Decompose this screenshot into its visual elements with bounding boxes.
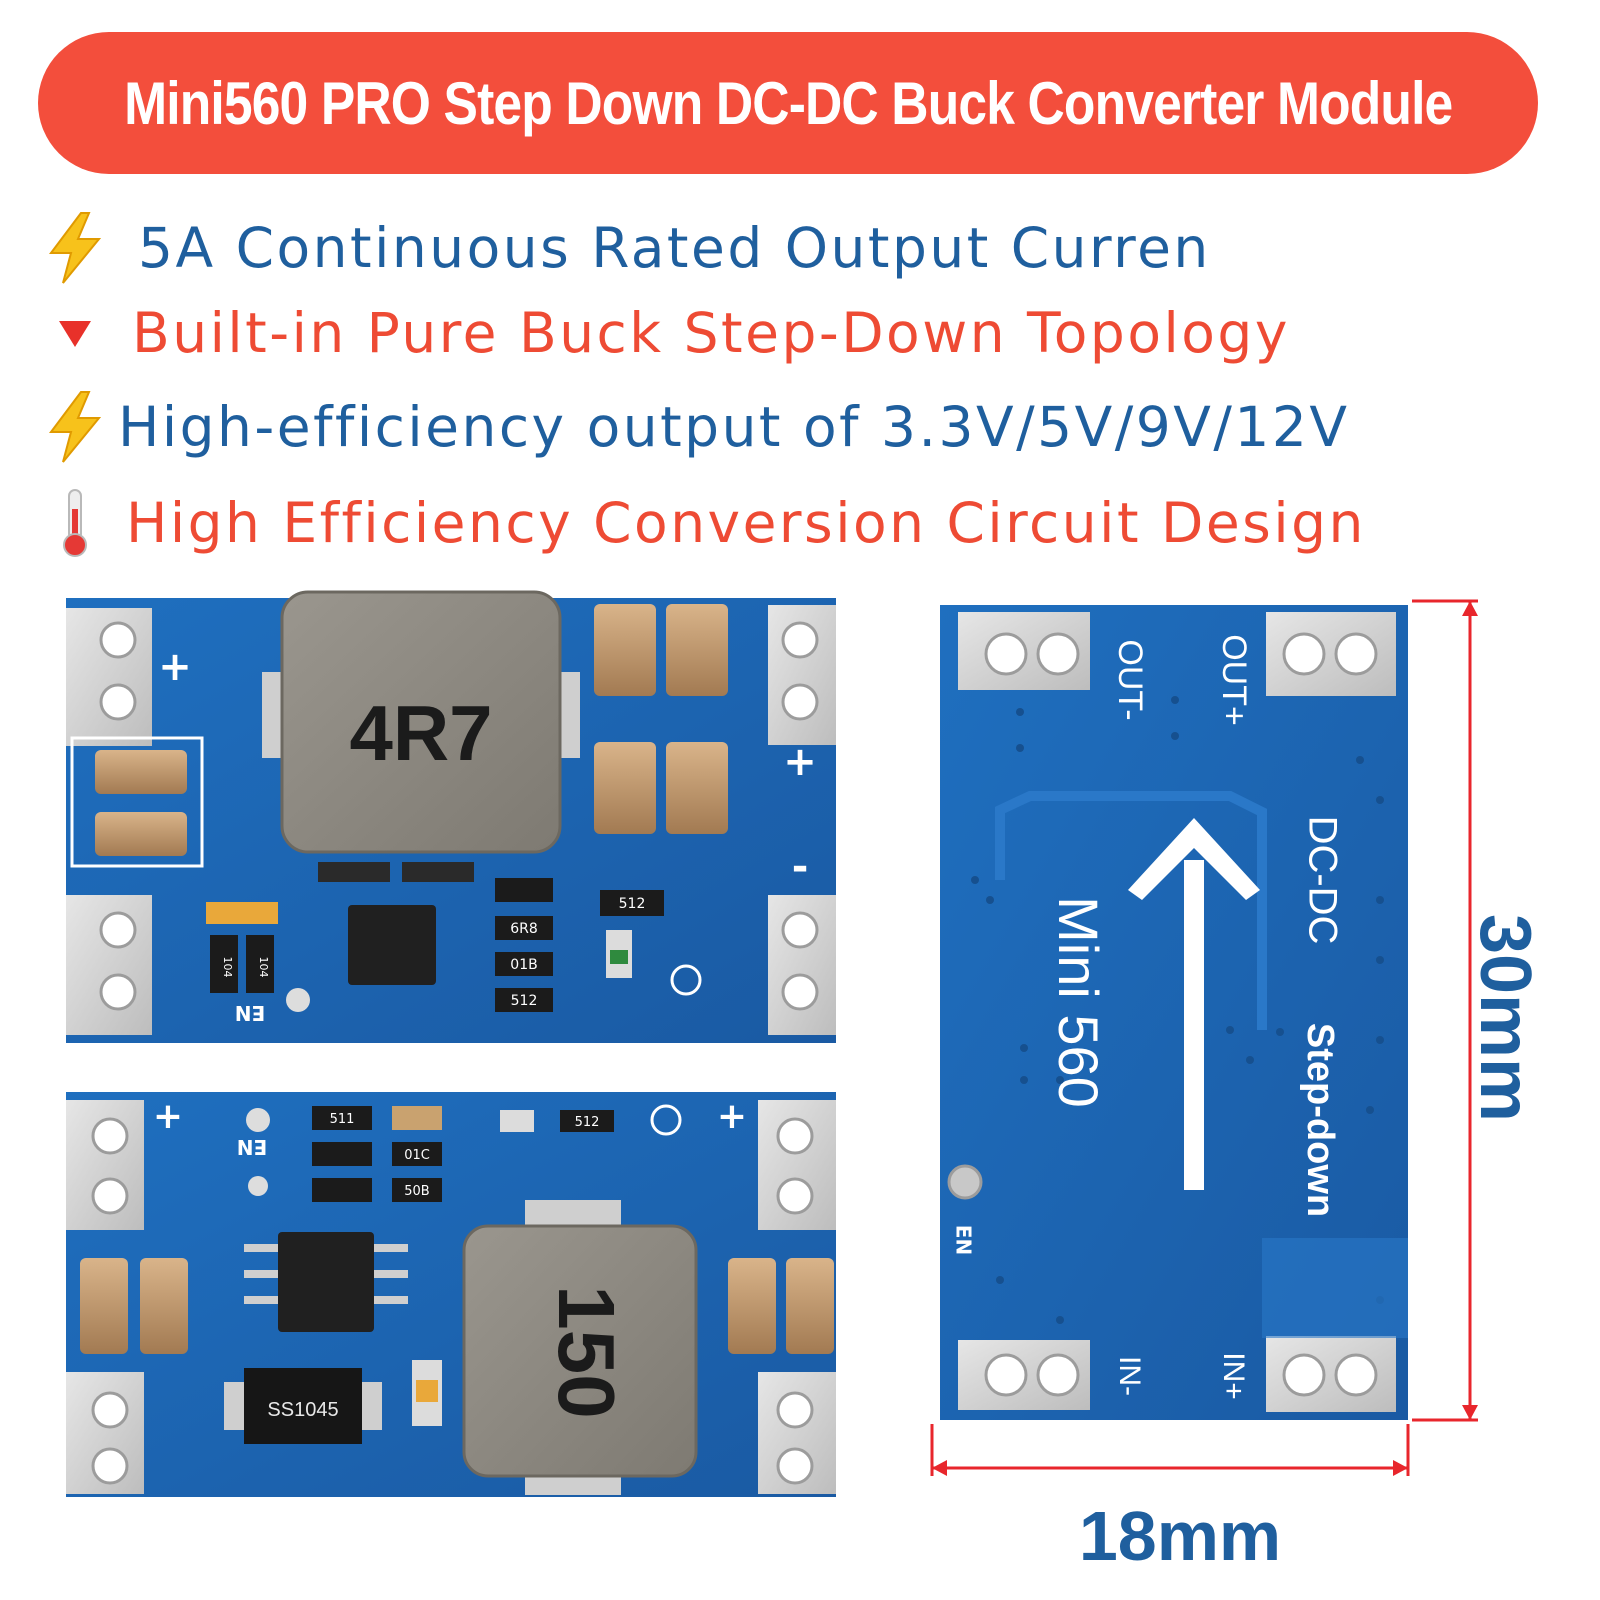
board-bottom: + + 150 SS1045 [66, 1092, 836, 1497]
minus-label: - [792, 844, 809, 890]
ic-chip [278, 1232, 374, 1332]
inductor-label: 150 [542, 1285, 631, 1418]
resistor-label: 512 [575, 1115, 600, 1130]
capacitor [95, 812, 187, 856]
resistor-label: 01B [510, 957, 537, 973]
product-title: Mini560 PRO Step Down DC-DC Buck Convert… [123, 69, 1453, 137]
out-plus-label: OUT+ [1215, 634, 1253, 726]
title-banner: Mini560 PRO Step Down DC-DC Buck Convert… [38, 32, 1538, 174]
pcb [66, 1092, 836, 1497]
width-label: 18mm [1079, 1497, 1281, 1575]
ic-chip [348, 905, 436, 985]
feature-text: High-efficiency output of 3.3V/5V/9V/12V [118, 394, 1350, 459]
feature-text: 5A Continuous Rated Output Curren [138, 215, 1211, 280]
capacitor [786, 1258, 834, 1354]
out-minus-label: OUT- [1111, 639, 1149, 720]
resistor-label: 6R8 [510, 921, 538, 937]
arrow-icon [1184, 860, 1204, 1190]
red-triangle-down-icon [38, 296, 112, 370]
inductor [280, 590, 562, 854]
dimension-annotations: 30mm 18mm [930, 599, 1545, 1575]
capacitor [140, 1258, 188, 1354]
brand-label: DC-DC [1300, 816, 1344, 945]
resistor-label: 104 [221, 957, 234, 978]
board-back: OUT- OUT+ IN- IN+ DC-DC Step-down Mini 5… [940, 605, 1408, 1420]
lightning-bolt-icon [38, 211, 112, 285]
plus-label: + [783, 739, 817, 785]
feature-item: High-efficiency output of 3.3V/5V/9V/12V [38, 384, 1350, 470]
model-label: Mini 560 [1047, 896, 1110, 1108]
function-label: Step-down [1299, 1023, 1341, 1217]
in-minus-label: IN- [1113, 1356, 1146, 1396]
capacitor [666, 742, 728, 834]
en-label: EN [952, 1225, 976, 1255]
in-plus-label: IN+ [1217, 1352, 1250, 1400]
feature-item: Built-in Pure Buck Step-Down Topology [38, 290, 1290, 376]
feature-text: High Efficiency Conversion Circuit Desig… [126, 490, 1366, 555]
plus-label: + [158, 644, 192, 690]
inductor-label: 4R7 [349, 689, 492, 777]
capacitor [594, 604, 656, 696]
capacitor [728, 1258, 776, 1354]
resistor-label: 50B [404, 1184, 429, 1199]
plus-label: + [717, 1096, 747, 1137]
diode-label: SS1045 [267, 1399, 338, 1421]
capacitor [95, 750, 187, 794]
resistor-label: 104 [257, 957, 270, 978]
height-label: 30mm [1465, 914, 1545, 1122]
board-top: + + - 4R7 104 104 [66, 590, 836, 1043]
plus-label: + [153, 1096, 183, 1137]
feature-item: 5A Continuous Rated Output Curren [38, 205, 1211, 291]
resistor-label: 512 [619, 896, 646, 912]
resistor-label: 511 [330, 1112, 355, 1127]
en-label: EN [237, 1135, 267, 1159]
feature-text: Built-in Pure Buck Step-Down Topology [132, 300, 1290, 365]
inductor [462, 1224, 698, 1478]
capacitor [80, 1258, 128, 1354]
resistor-label: 512 [511, 993, 538, 1009]
thermometer-icon [38, 486, 112, 560]
en-label: EN [235, 1001, 265, 1025]
lightning-bolt-icon [38, 390, 112, 464]
feature-item: High Efficiency Conversion Circuit Desig… [38, 480, 1366, 566]
resistor-label: 01C [404, 1148, 430, 1163]
diode [244, 1368, 362, 1444]
capacitor [594, 742, 656, 834]
capacitor [666, 604, 728, 696]
